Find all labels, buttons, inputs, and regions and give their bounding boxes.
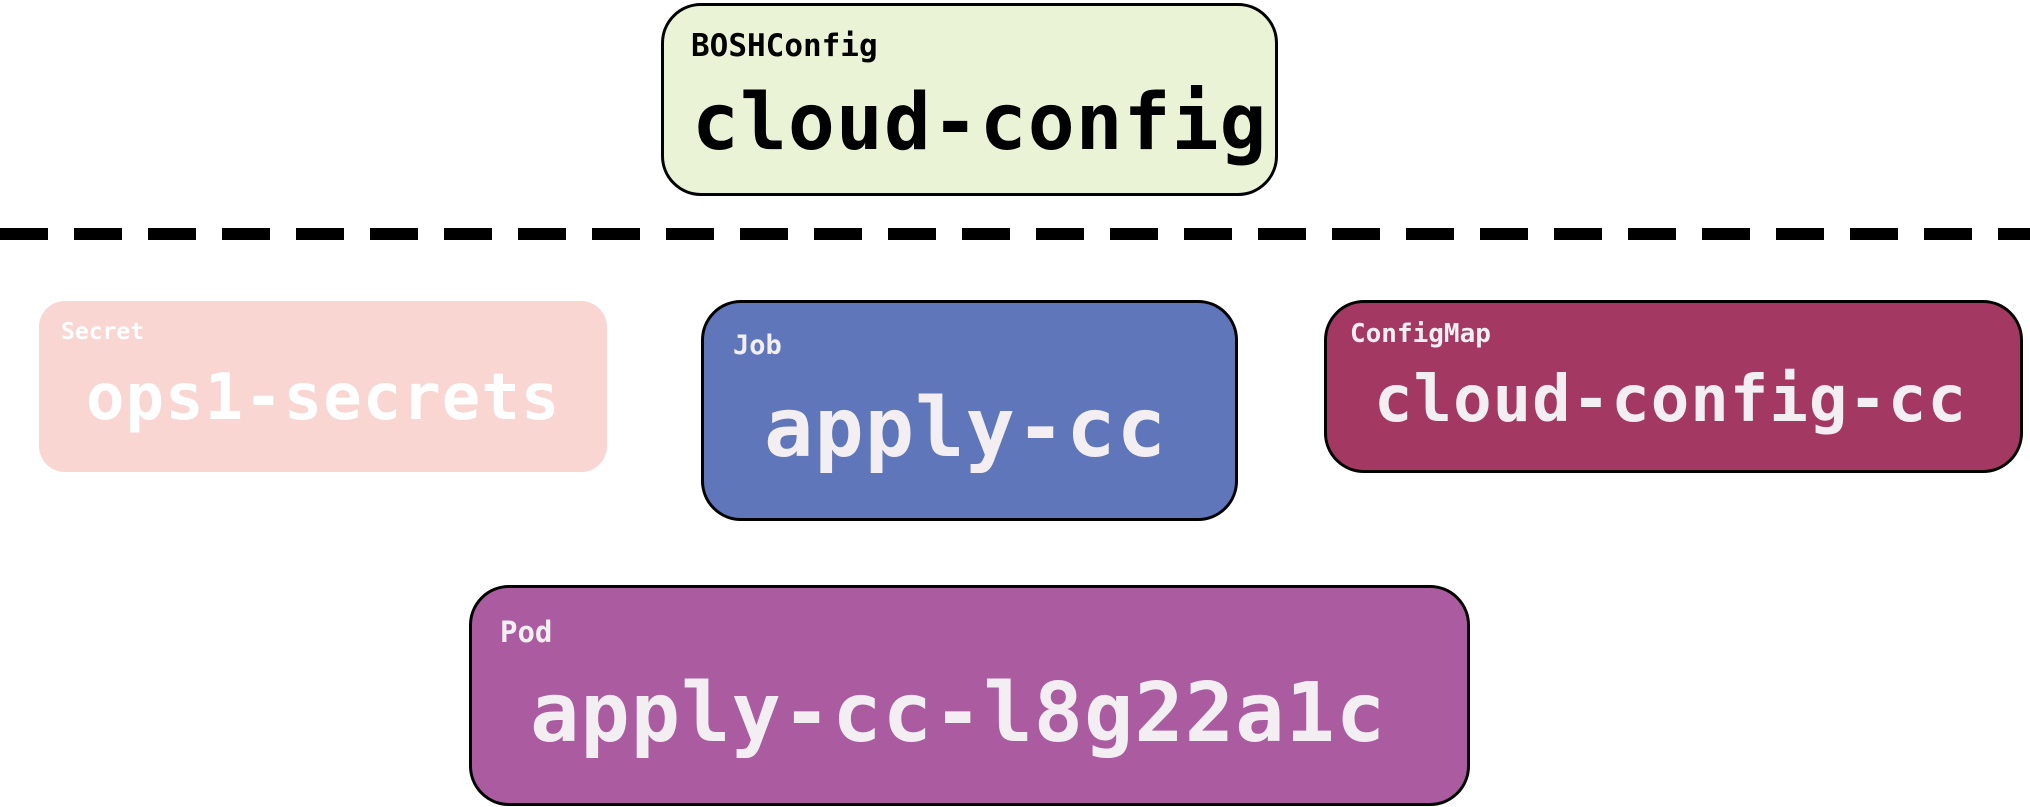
job-kind-label: Job [733, 330, 782, 361]
configmap-kind-label: ConfigMap [1350, 319, 1491, 349]
job-card: Job apply-cc [701, 300, 1238, 521]
boshconfig-kind-label: BOSHConfig [691, 28, 878, 64]
dashed-separator [0, 228, 2030, 240]
configmap-name-label: cloud-config-cc [1374, 363, 1967, 437]
secret-card: Secret ops1-secrets [39, 301, 607, 472]
boshconfig-name-label: cloud-config [692, 78, 1268, 168]
secret-name-label: ops1-secrets [86, 361, 561, 435]
boshconfig-card: BOSHConfig cloud-config [661, 3, 1278, 196]
pod-card: Pod apply-cc-l8g22a1c [469, 585, 1470, 806]
configmap-card: ConfigMap cloud-config-cc [1324, 300, 2023, 473]
pod-name-label: apply-cc-l8g22a1c [530, 666, 1387, 761]
secret-kind-label: Secret [61, 319, 145, 345]
job-name-label: apply-cc [764, 381, 1167, 476]
pod-kind-label: Pod [500, 615, 553, 649]
